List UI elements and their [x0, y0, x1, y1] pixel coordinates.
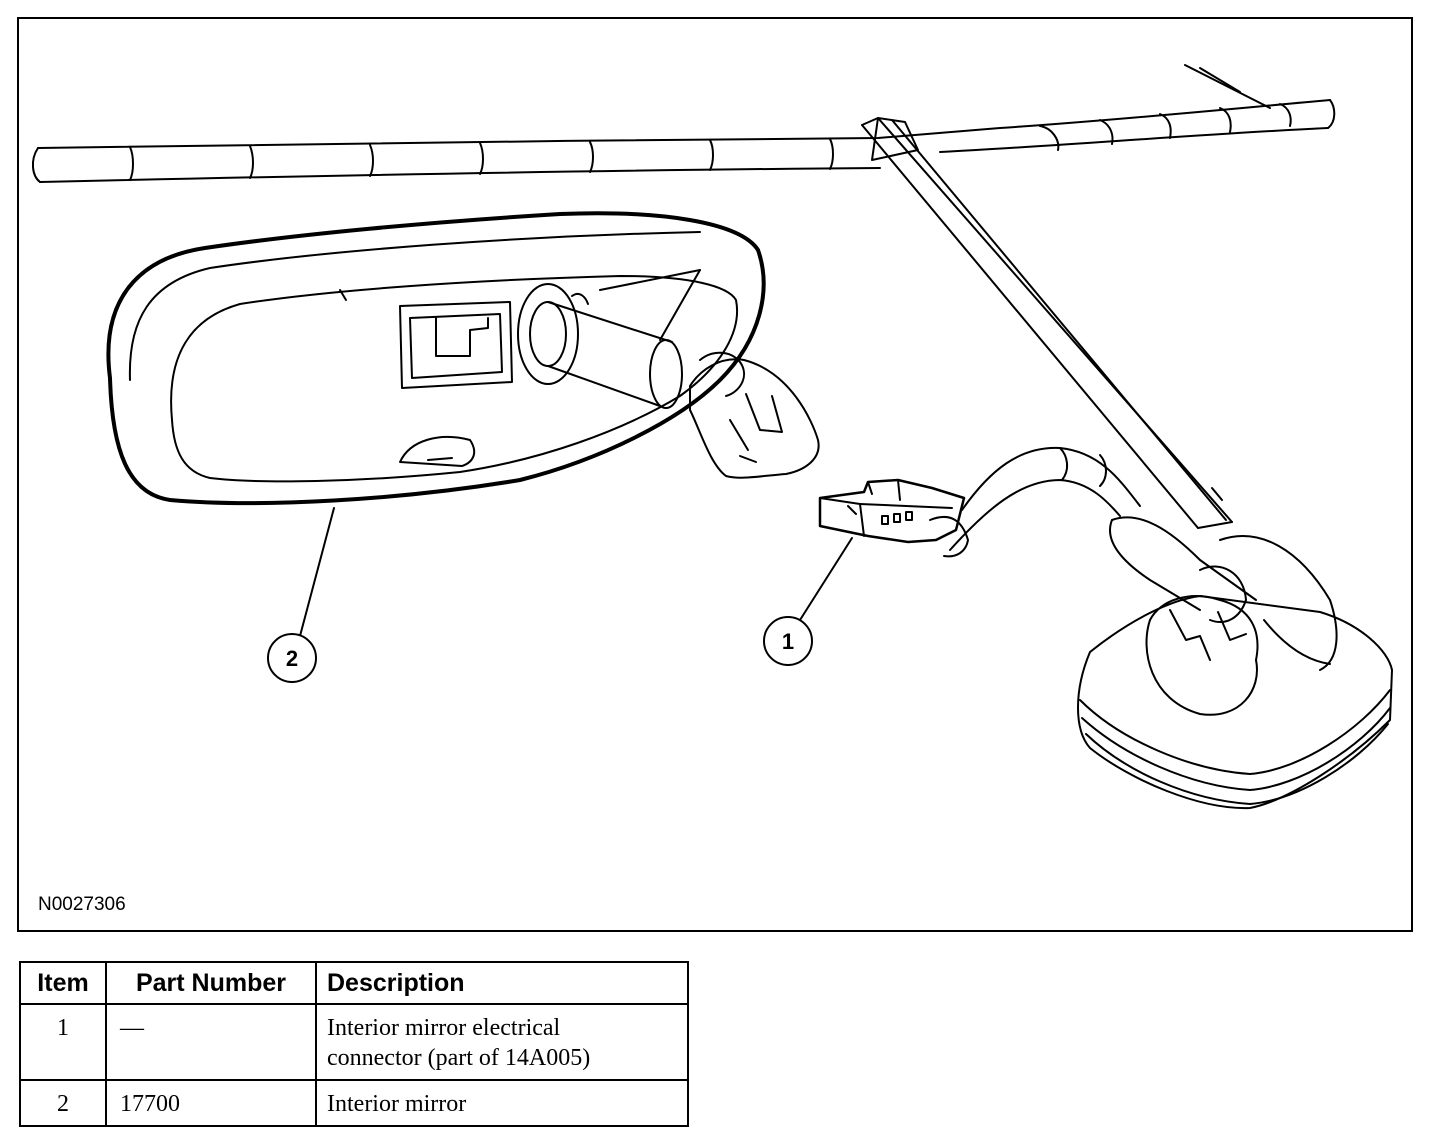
- callout-2-number: 2: [286, 646, 298, 671]
- callout-1-number: 1: [782, 629, 794, 654]
- figure-id-label: N0027306: [38, 894, 126, 915]
- header-description: Description: [315, 961, 689, 1005]
- table-header-row: Item Part Number Description: [19, 961, 689, 1005]
- callout-1: 1: [763, 616, 813, 666]
- mirror-cable: [929, 446, 1141, 558]
- callout-1-leader: [799, 537, 853, 621]
- mirror-diagram: 1 2: [32, 64, 1393, 810]
- row-1-description-line-1: Interior mirror electrical: [327, 1015, 561, 1041]
- electrical-connector: [818, 478, 966, 544]
- mirror-mount-arm: [861, 117, 1233, 529]
- callout-2-leader: [299, 507, 335, 637]
- mirror-mount-base: [1077, 516, 1393, 810]
- row-1-item: 1: [19, 1003, 107, 1081]
- header-part-number: Part Number: [105, 961, 317, 1005]
- overhead-wiring-harness: [32, 64, 1336, 183]
- row-1-description: Interior mirror electrical connector (pa…: [315, 1003, 689, 1081]
- callout-2: 2: [267, 633, 317, 683]
- row-2-item: 2: [19, 1079, 107, 1127]
- interior-mirror: [106, 211, 766, 506]
- row-2-part-number: 17700: [105, 1079, 317, 1127]
- row-1-part-number: —: [105, 1003, 317, 1081]
- parts-legend-table: Item Part Number Description 1 — Interio…: [19, 961, 689, 1127]
- mirror-stem: [517, 269, 820, 479]
- table-row: 1 — Interior mirror electrical connector…: [19, 1003, 689, 1081]
- header-item: Item: [19, 961, 107, 1005]
- row-2-description-line-1: Interior mirror: [327, 1091, 467, 1117]
- row-2-description: Interior mirror: [315, 1079, 689, 1127]
- row-1-description-line-2: connector (part of 14A005): [327, 1045, 591, 1071]
- table-row: 2 17700 Interior mirror: [19, 1079, 689, 1127]
